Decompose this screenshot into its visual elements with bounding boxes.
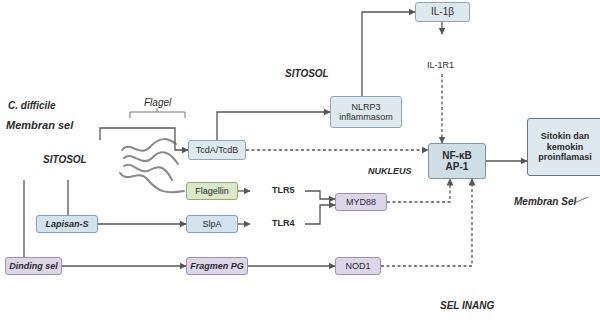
text-slot: TLR4 [272,218,295,228]
process-box: Dinding sel [5,257,62,275]
receptor-symbol [253,183,269,199]
process-box: TcdA/TcdB [188,140,246,160]
organism-name: C. difficile [8,100,56,112]
box-label: TcdA/TcdB [196,145,239,155]
box-label: Lapisan-S [45,219,88,229]
flagel-bracket [130,108,185,118]
connector [217,112,330,140]
flagellum [124,152,178,164]
process-box: IL-1β [415,2,470,22]
text-slot: SEL INANG [440,300,494,312]
box-label: Dinding sel [9,261,58,271]
shape-label: NUKLEUS [368,166,412,176]
text-slot: Membran Sel [514,196,576,208]
dashed-connector [387,179,450,202]
flagellum [124,165,172,180]
receptor-symbol [253,216,269,232]
shape-label: SITOSOL [285,68,329,80]
box-label: NLRP3 inflammasom [331,102,401,123]
box-label: IL-1β [431,6,454,18]
host-cell: SITOSOL SEL INANG NLRP3 inflammasomNUKLEUS… [265,58,590,323]
connector [238,223,250,224]
text-slot: IL-1R1 [427,60,454,70]
text-slot: Membran sel [6,119,73,132]
connector [486,160,527,161]
bacterium-membrane [11,146,117,174]
receptor: TLR4 [250,213,305,235]
process-box: Lapisan-S [36,215,98,233]
dashed-connector [441,74,442,143]
box-label: Sitokin dan kemokin proinflamasi [528,131,600,162]
connector [238,190,250,191]
box-label: SlpA [202,219,221,229]
part-label: Membran Sel [514,196,576,208]
process-box: NLRP3 inflammasom [330,96,402,128]
dashed-connector [381,179,472,266]
process-box: Flagellin [186,182,238,200]
box-label: NF-κB AP-1 [435,150,479,173]
shape-label: IL-1R1 [427,60,454,70]
shape-label: TLR5 [272,185,295,195]
connector [100,128,188,150]
box-label: Flagellin [195,186,229,196]
box-label: Fragmen PG [190,261,244,271]
process-box: Fragmen PG [186,257,248,275]
text-slot: TLR5 [272,185,295,195]
process-box: SlpA [186,215,238,233]
box-label: MYD88 [346,197,376,207]
output-box: Sitokin dan kemokin proinflamasi [527,118,600,176]
flagellum [122,139,176,151]
connector [441,22,442,34]
part-label: Membran sel [6,119,73,132]
connector [62,265,186,266]
transcription-box: NF-κB AP-1 [428,143,486,179]
text-slot: Flagel [144,97,171,109]
receptor-symbol [432,37,452,54]
receptor: IL-1R1 [417,34,467,74]
shape-label: SITOSOL [43,154,87,166]
bacterium-wall [7,142,121,178]
part-label: Flagel [144,97,171,109]
process-box: NOD1 [335,257,381,275]
text-slot: SITOSOL [43,154,87,166]
bacterium: SITOSOL [5,140,123,180]
dashed-connector [246,149,428,150]
text-slot: NUKLEUS [368,166,412,176]
shape-label: SEL INANG [440,300,494,312]
connector [98,223,186,224]
connector [305,205,335,224]
connector [362,12,415,96]
flagellum [120,173,184,192]
cell-membrane [266,59,590,323]
connector [23,180,24,257]
process-box: MYD88 [335,193,387,211]
host-shape [265,58,590,323]
connector [305,191,335,199]
box-label: NOD1 [345,261,370,271]
connector [248,265,335,266]
text-slot: SITOSOL [285,68,329,80]
connector [67,180,68,215]
receptor: TLR5 [250,180,305,202]
shape-label: TLR4 [272,218,295,228]
text-slot: C. difficile [8,100,56,112]
